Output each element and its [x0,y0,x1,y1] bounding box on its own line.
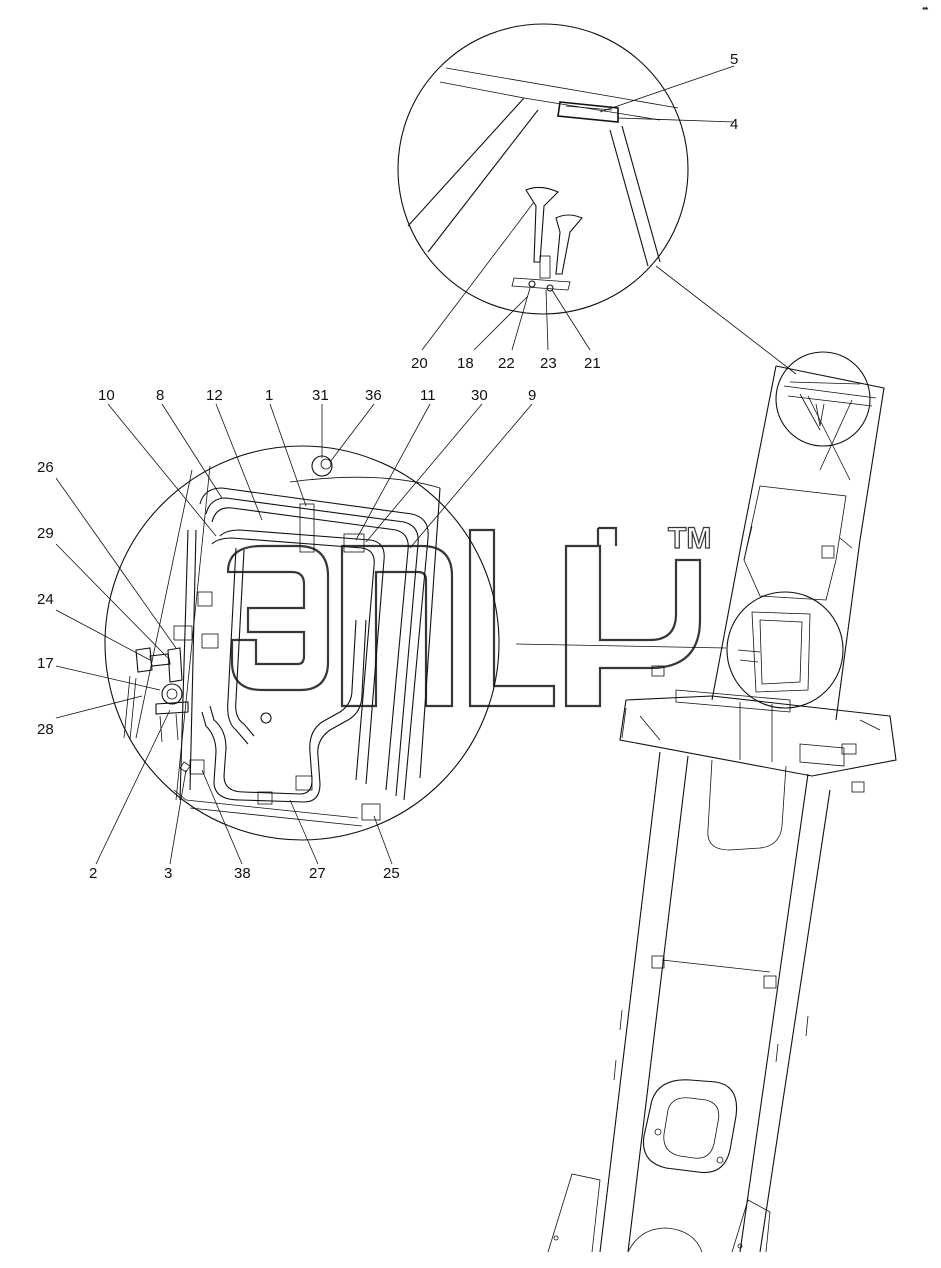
callout-23: 23 [540,355,557,372]
piping-detail-view [104,445,500,841]
callout-numbers: 5 4 20 18 22 23 21 10 8 12 1 31 36 11 30… [37,51,738,882]
callout-28: 28 [37,721,54,738]
callout-11: 11 [420,387,436,404]
callout-36: 36 [365,387,382,404]
callout-4: 4 [730,116,738,133]
callout-10: 10 [98,387,115,404]
machine-frame [547,365,897,1253]
callout-3: 3 [164,865,172,882]
trademark-symbol: TM [668,522,711,555]
corner-mark: ⬌ [922,4,929,13]
leader-lines [55,65,735,865]
callout-38: 38 [234,865,251,882]
callout-29: 29 [37,525,54,542]
callout-18: 18 [457,355,474,372]
callout-30: 30 [471,387,488,404]
watermark-logo: TM [226,521,712,708]
callout-24: 24 [37,591,54,608]
callout-25: 25 [383,865,400,882]
horn-location-circle [775,351,871,447]
callout-31: 31 [312,387,329,404]
callout-17: 17 [37,655,54,672]
callout-20: 20 [411,355,428,372]
callout-8: 8 [156,387,164,404]
callout-9: 9 [528,387,536,404]
valve-location-circle [726,591,844,709]
callout-26: 26 [37,459,54,476]
callout-12: 12 [206,387,223,404]
callout-1: 1 [265,387,273,404]
callout-2: 2 [89,865,97,882]
callout-5: 5 [730,51,738,68]
callout-21: 21 [584,355,601,372]
horn-detail-view [397,23,689,315]
callout-22: 22 [498,355,515,372]
callout-27: 27 [309,865,326,882]
